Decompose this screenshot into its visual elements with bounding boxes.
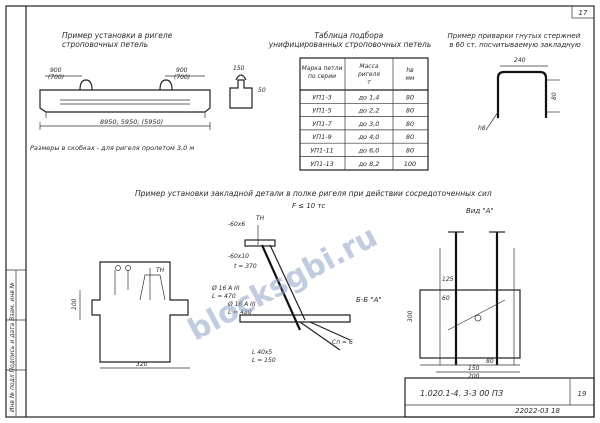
table-cell: 80 <box>406 107 414 115</box>
detail-bent-bars: Пример приварки гнутых стержней в 60 ст.… <box>448 32 583 132</box>
table-cell: до 4,0 <box>358 133 380 141</box>
dim-125: 125 <box>442 276 454 283</box>
small-dim-2: 50 <box>258 87 266 94</box>
plate-2b: t = 370 <box>234 263 257 270</box>
table-title: Таблица подбора унифицированных стропово… <box>268 31 432 49</box>
detail-embedded-part: Пример установки закладной детали в полк… <box>71 189 521 380</box>
dim-300: 300 <box>407 310 414 322</box>
table-cell: до 8,2 <box>358 160 380 168</box>
archive-code: 22022-03 18 <box>515 407 560 415</box>
detail-c-title: Пример приварки гнутых стержней в 60 ст.… <box>448 32 583 49</box>
bar-1: Ø 16 А III <box>211 285 240 292</box>
angle-len: L = 150 <box>252 357 276 364</box>
dim-left: 900(700) <box>48 67 64 81</box>
dim-w: 320 <box>136 361 148 368</box>
bar-1-len: L = 470 <box>212 293 236 300</box>
sheet-no: 19 <box>578 390 587 398</box>
force-label: ТН <box>156 267 165 274</box>
small-dim-1: 150 <box>233 65 245 72</box>
weld: Сп = 6 <box>332 339 353 346</box>
table-cell: 100 <box>404 160 416 168</box>
angle: L 40х5 <box>252 349 272 356</box>
dim-h: 100 <box>71 298 78 310</box>
force-note: F ≤ 10 тс <box>292 202 326 210</box>
plate-2: -60х10 <box>228 253 249 260</box>
view-label: Вид "А" <box>466 207 494 215</box>
table-cell: 80 <box>406 133 414 141</box>
loops-table: Таблица подбора унифицированных стропово… <box>268 31 432 171</box>
detail-a-title: Пример установки в ригеле строповочных п… <box>62 31 175 49</box>
detail-a-note: Размеры в скобках - для ригеля пролетом … <box>30 144 194 152</box>
dim-diag: h8 <box>478 125 486 132</box>
detail-beam-loops: Пример установки в ригеле строповочных п… <box>30 31 266 152</box>
title-block: 1.020.1-4. 3-3 00 ПЗ 19 22022-03 18 <box>404 377 595 418</box>
drawing-code: 1.020.1-4. 3-3 00 ПЗ <box>420 389 503 398</box>
detail-b-title: Пример установки закладной детали в полк… <box>135 189 492 198</box>
sheet-frame <box>5 5 595 418</box>
table-cell: УП1-11 <box>310 147 334 155</box>
dim-80: 80 <box>486 358 494 365</box>
table-cell: УП1-7 <box>312 120 332 128</box>
sheet-number: 17 <box>579 9 588 17</box>
force-label-2: ТН <box>256 215 265 222</box>
table-cell: УП1-5 <box>312 107 331 115</box>
table-cell: до 1,4 <box>358 93 380 101</box>
table-cell: до 6,0 <box>358 147 380 155</box>
dim-200: 200 <box>468 373 480 380</box>
table-cell: УП1-9 <box>312 133 331 141</box>
table-cell: 80 <box>406 147 414 155</box>
bar-2-len: L = 430 <box>228 309 252 316</box>
dim-span: 8950; 5950; (5950) <box>100 118 163 126</box>
left-stamp: Инв № подл Подпись и дата Взам. инв № <box>6 269 26 417</box>
bar-2: Ø 16 А III <box>227 301 256 308</box>
plate-1: -60х6 <box>228 221 245 228</box>
dim-right-c: 80 <box>551 92 558 100</box>
left-stamp-text: Инв № подл Подпись и дата Взам. инв № <box>9 282 16 412</box>
dim-top: 240 <box>514 57 526 64</box>
table-cell: 80 <box>406 120 414 128</box>
watermark: blocksgbi.ru <box>183 219 384 348</box>
table-cell: до 3,0 <box>358 120 380 128</box>
dim-right: 900(700) <box>174 67 190 81</box>
table-cell: до 2,2 <box>358 107 380 115</box>
table-cell: УП1-13 <box>310 160 334 168</box>
dim-150: 150 <box>468 365 480 372</box>
table-cell: УП1-3 <box>312 93 331 101</box>
dim-60: 60 <box>442 295 450 302</box>
table-cell: 80 <box>406 93 414 101</box>
sheet-number-box <box>571 5 595 19</box>
view-label-b: Б-Б "А" <box>356 296 382 304</box>
